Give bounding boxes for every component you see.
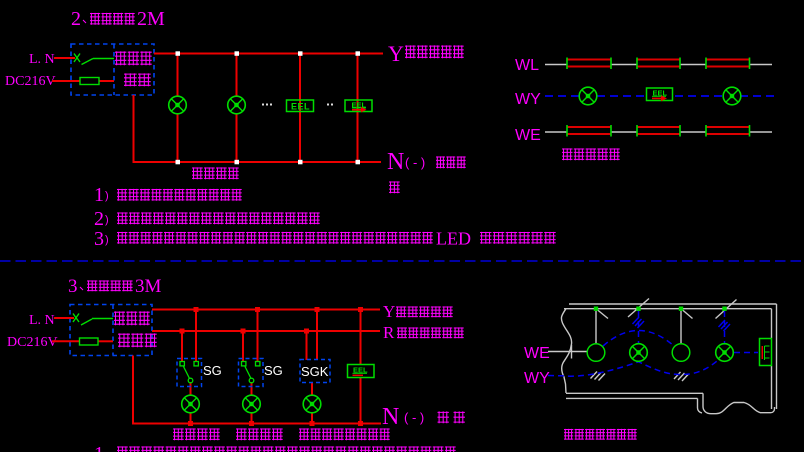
svg-text:SG: SG: [264, 363, 283, 378]
svg-text:L. N: L. N: [29, 313, 55, 328]
svg-text:): ): [105, 234, 109, 246]
svg-text:WE: WE: [515, 127, 541, 144]
svg-text:2: 2: [94, 208, 104, 230]
svg-text:DC216V: DC216V: [5, 74, 56, 89]
svg-text:SGK: SGK: [301, 364, 329, 379]
svg-text:2: 2: [71, 8, 81, 30]
svg-text:Y: Y: [383, 302, 395, 321]
svg-text:L. N: L. N: [29, 52, 55, 67]
svg-text:Y: Y: [388, 41, 404, 66]
svg-text:EEL: EEL: [353, 366, 368, 375]
svg-text:1: 1: [94, 443, 104, 452]
svg-text:3: 3: [68, 276, 78, 297]
svg-text:( - ): ( - ): [405, 155, 425, 170]
svg-text:): ): [105, 190, 109, 202]
svg-text:3M: 3M: [135, 276, 162, 297]
svg-text:2M: 2M: [137, 8, 165, 30]
svg-text:WY: WY: [524, 370, 550, 387]
svg-text:3: 3: [94, 228, 104, 250]
svg-text:LED: LED: [436, 229, 471, 249]
svg-text:N: N: [387, 149, 404, 175]
svg-text:EEL: EEL: [352, 101, 367, 110]
svg-text:R: R: [383, 323, 395, 342]
svg-text:EEL: EEL: [653, 89, 668, 98]
svg-text:EEL: EEL: [291, 102, 310, 112]
svg-text:WL: WL: [515, 57, 539, 74]
svg-text:DC216V: DC216V: [7, 335, 58, 350]
svg-text:1: 1: [94, 184, 104, 206]
svg-text:WY: WY: [515, 91, 541, 108]
svg-text:( - ): ( - ): [404, 410, 424, 425]
svg-text:SG: SG: [203, 363, 222, 378]
svg-text:): ): [105, 214, 109, 226]
svg-text:WE: WE: [524, 345, 550, 362]
svg-text:N: N: [382, 404, 399, 430]
